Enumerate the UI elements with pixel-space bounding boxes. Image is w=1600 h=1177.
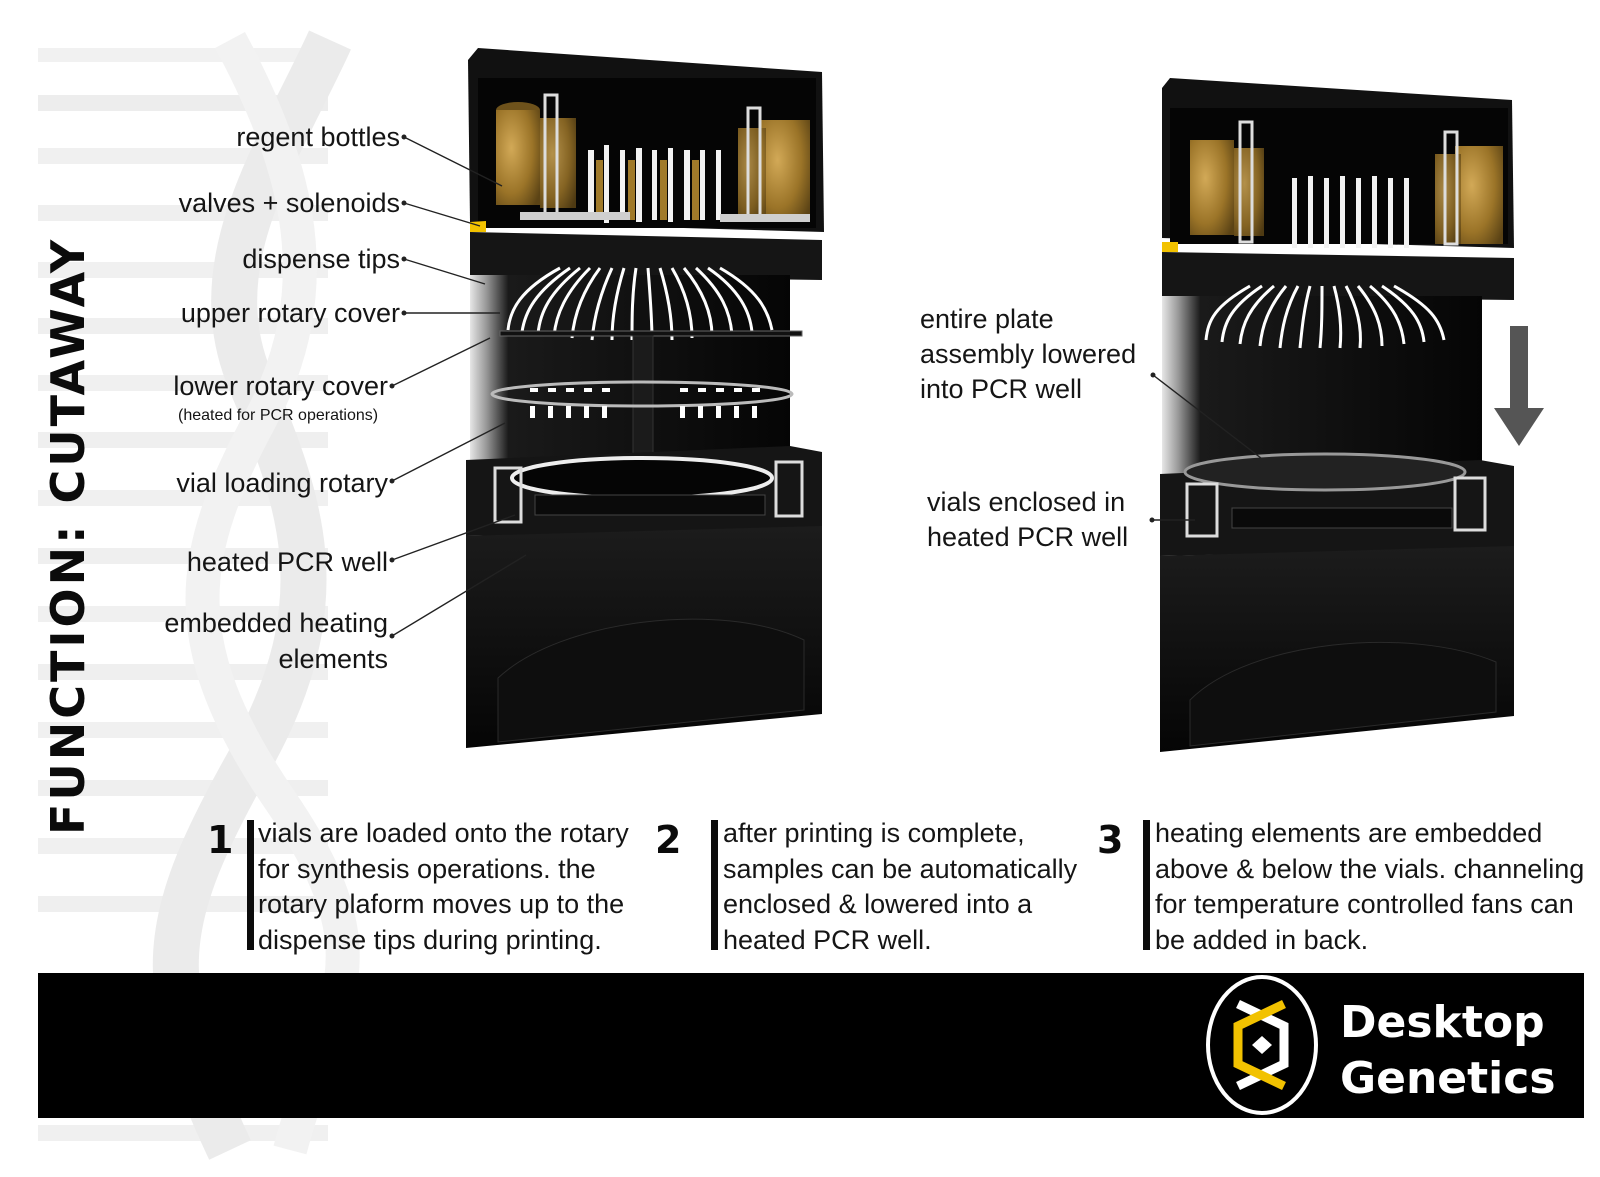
label-vial-loading-rotary: vial loading rotary (176, 468, 388, 498)
footer-band (38, 973, 1584, 1118)
leader-dots (389, 134, 1156, 639)
label-regent-bottles: regent bottles (236, 122, 400, 152)
step-text-2: after printing is complete, samples can … (723, 818, 1078, 955)
step-divider-2 (711, 820, 718, 950)
label-upper-rotary-cover: upper rotary cover (180, 298, 400, 328)
label-dispense-tips: dispense tips (242, 244, 400, 274)
device-cutaway-right (1160, 78, 1544, 752)
leader-lines (391, 136, 1271, 637)
label-lower-rotary-cover: lower rotary cover (173, 371, 388, 401)
label-vials-line1: vials enclosed in (927, 487, 1126, 517)
step-number-1: 1 (207, 818, 234, 862)
label-plate-line2: assembly lowered (920, 339, 1137, 369)
device-cutaway-left (466, 48, 824, 748)
step-number-2: 2 (655, 818, 682, 862)
step-text-1: vials are loaded onto the rotary for syn… (258, 818, 629, 955)
desktop-genetics-logo-icon (1206, 975, 1318, 1115)
label-plate-line3: into PCR well (920, 374, 1083, 404)
label-vials-line2: heated PCR well (927, 522, 1129, 552)
label-embedded-heating: embedded heating (164, 608, 388, 638)
label-valves-solenoids: valves + solenoids (178, 188, 400, 218)
label-elements: elements (278, 644, 388, 674)
step-divider-1 (247, 820, 254, 950)
label-heated-pcr-well: heated PCR well (186, 547, 388, 577)
step-divider-3 (1143, 820, 1150, 950)
label-plate-line1: entire plate (920, 304, 1054, 334)
step-number-3: 3 (1097, 818, 1124, 862)
page-title: FUNCTION: CUTAWAY (41, 236, 95, 835)
down-arrow-icon (1494, 326, 1544, 446)
brand-name: Desktop Genetics (1340, 997, 1556, 1104)
step-text-3: heating elements are embedded above & be… (1155, 818, 1585, 955)
label-lower-rotary-cover-note: (heated for PCR operations) (178, 407, 379, 424)
